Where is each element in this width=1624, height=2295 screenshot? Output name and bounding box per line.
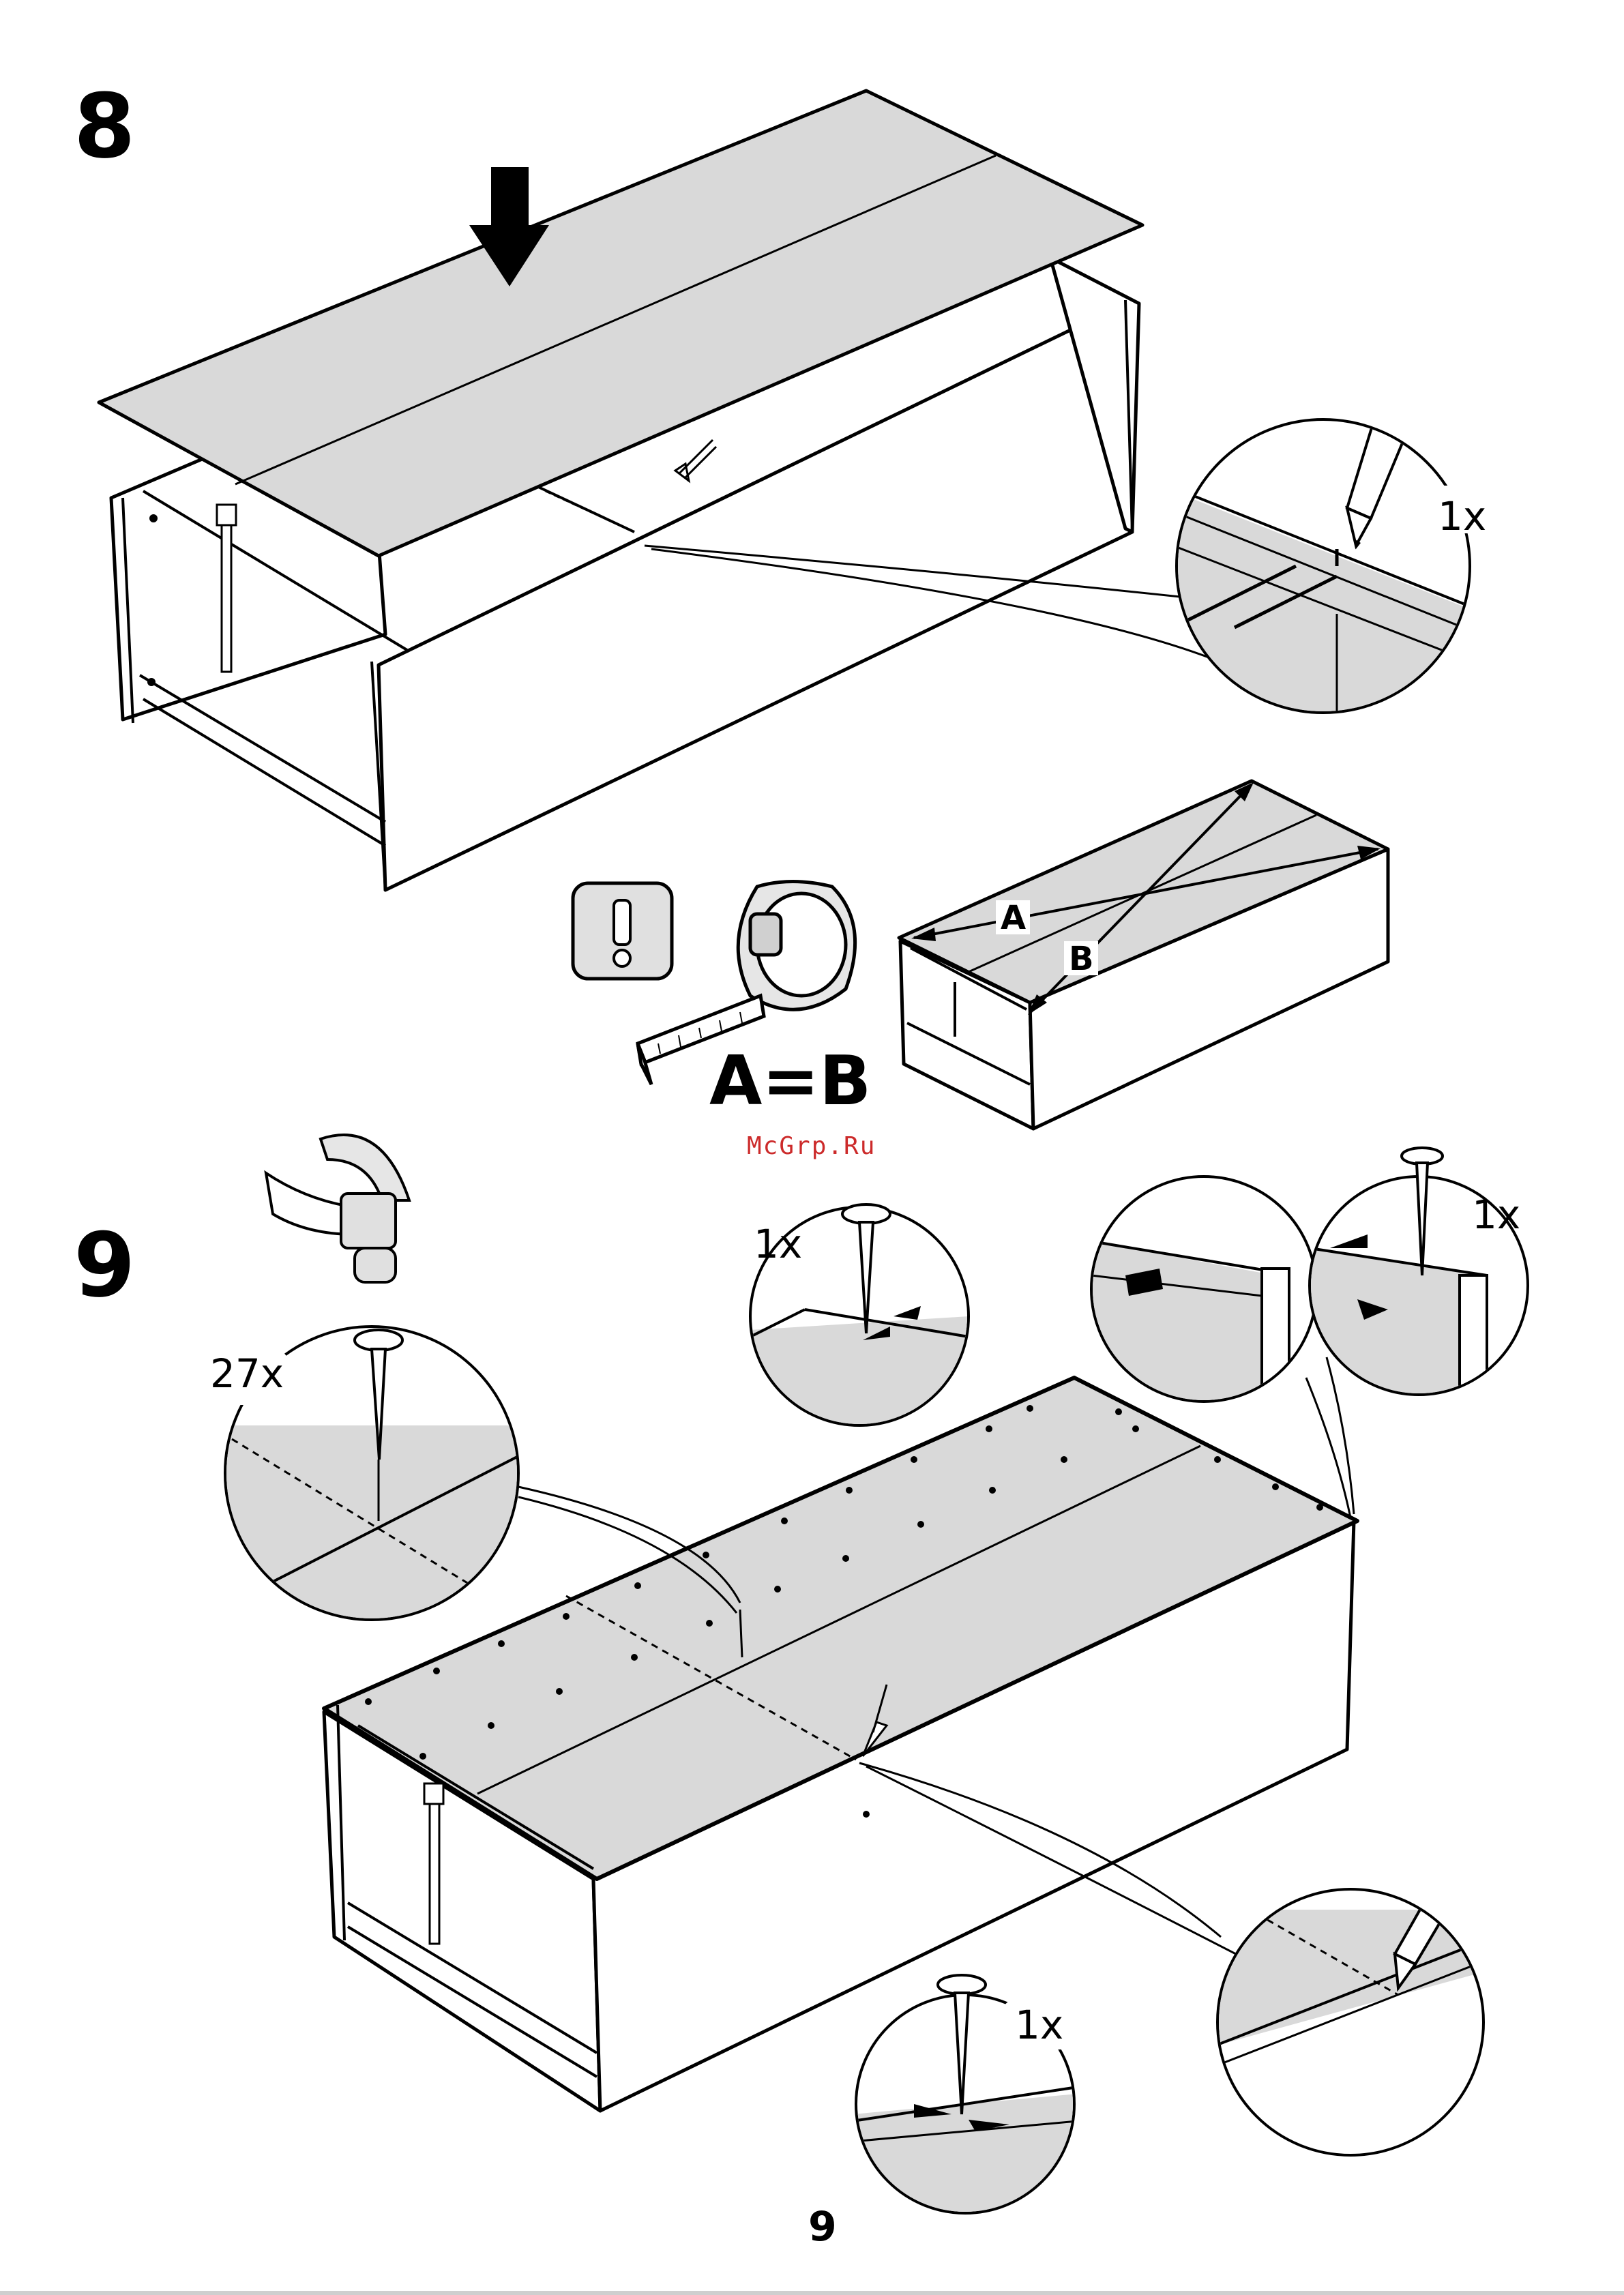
step-9-nail-detail-2: 1x — [1472, 1195, 1520, 1234]
step-9-nail-detail-1: 1x — [754, 1224, 802, 1264]
step-9-nail-detail-3: 1x — [1015, 2005, 1063, 2045]
hammer-icon — [266, 1135, 409, 1282]
page-bottom-rule — [0, 2291, 1624, 2295]
step-9-nails-main: 27x — [210, 1354, 284, 1393]
page-number: 9 — [808, 2203, 837, 2251]
